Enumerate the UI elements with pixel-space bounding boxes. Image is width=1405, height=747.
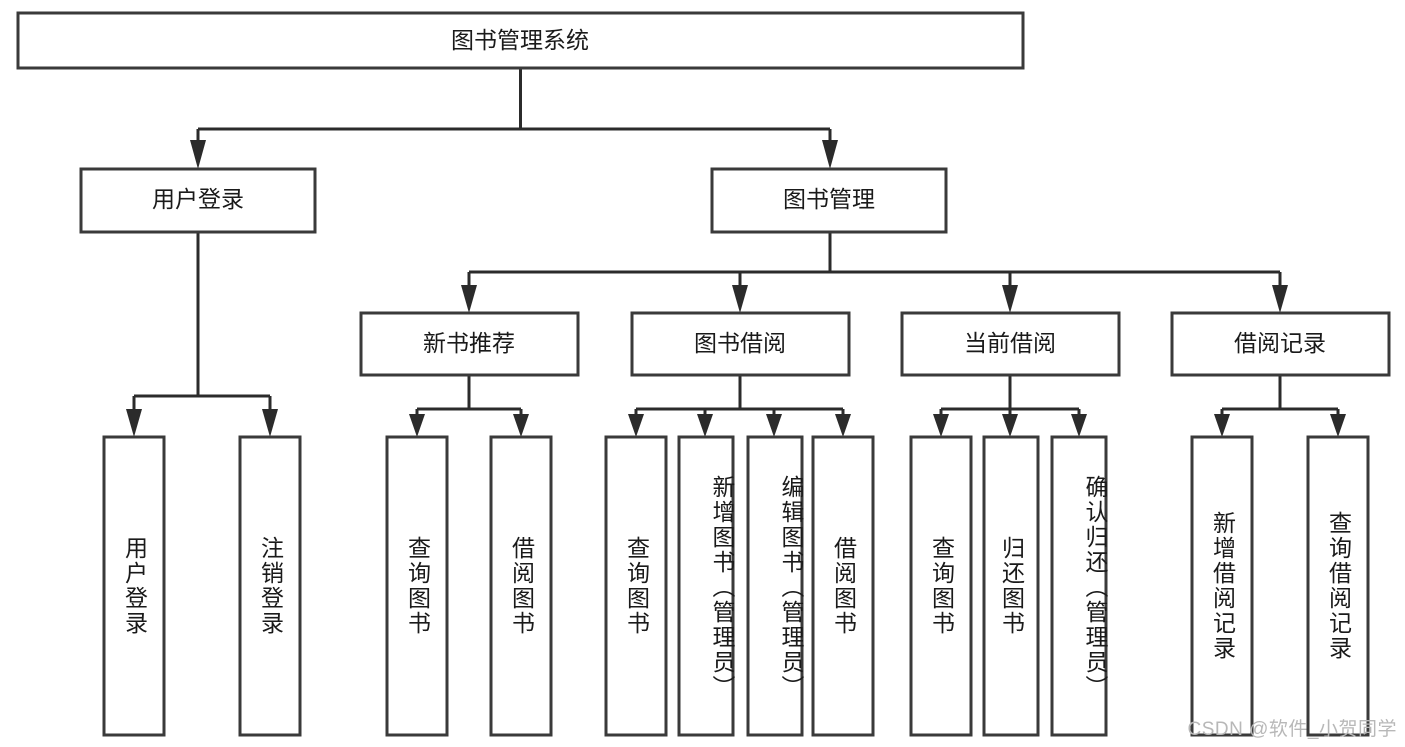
arrow-head-leaf-confirm-return [1071, 414, 1087, 437]
arrow-head-leaf-query-book-3 [933, 414, 949, 437]
arrow-head-leaf-query-book-1 [409, 414, 425, 437]
node-book-borrow[interactable]: 图书借阅 [630, 311, 851, 377]
leaf-query-book-2-box[interactable] [604, 435, 668, 737]
node-new-book-recommend-label: 新书推荐 [423, 330, 515, 356]
arrow-head-leaf-user-login [126, 409, 142, 437]
node-current-borrow-box[interactable] [900, 311, 1121, 377]
arrow-head-borrow-record [1272, 285, 1288, 313]
arrow-head-book-borrow [732, 285, 748, 313]
node-user-login[interactable]: 用户登录 [79, 167, 317, 234]
leaf-add-record-box[interactable] [1190, 435, 1254, 737]
node-borrow-record-box[interactable] [1170, 311, 1391, 377]
arrow-head-leaf-borrow-book-1 [513, 414, 529, 437]
node-root-label: 图书管理系统 [451, 27, 589, 53]
arrow-head-leaf-add-book [697, 414, 713, 437]
node-current-borrow[interactable]: 当前借阅 [900, 311, 1121, 377]
connector-group-book-manage [461, 232, 1288, 313]
node-user-login-label: 用户登录 [152, 186, 244, 212]
node-user-login-box[interactable] [79, 167, 317, 234]
node-new-book-recommend-box[interactable] [359, 311, 580, 377]
arrow-head-leaf-return-book [1002, 414, 1018, 437]
node-borrow-record[interactable]: 借阅记录 [1170, 311, 1391, 377]
arrow-head-book-manage [822, 140, 838, 169]
leaf-boxes-borrow-record [1190, 435, 1370, 737]
node-book-borrow-box[interactable] [630, 311, 851, 377]
arrow-head-new-book-recommend [461, 285, 477, 313]
leaf-boxes-user-login [102, 435, 302, 737]
node-borrow-record-label: 借阅记录 [1234, 330, 1326, 356]
node-book-manage-label: 图书管理 [783, 186, 875, 212]
arrow-head-leaf-borrow-book-2 [835, 414, 851, 437]
leaf-boxes-new-book-recommend [385, 435, 553, 737]
connector-group-new-book-recommend [409, 375, 529, 437]
arrow-head-current-borrow [1002, 285, 1018, 313]
node-book-manage[interactable]: 图书管理 [710, 167, 948, 234]
leaf-user-login-box[interactable] [102, 435, 166, 737]
leaf-return-book-box[interactable] [982, 435, 1040, 737]
leaf-borrow-book-1-box[interactable] [489, 435, 553, 737]
leaf-borrow-book-2-box[interactable] [811, 435, 875, 737]
connector-group-borrow-record [1214, 375, 1346, 437]
arrow-head-leaf-query-book-2 [628, 414, 644, 437]
leaf-boxes-current-borrow [909, 435, 1108, 737]
node-book-borrow-label: 图书借阅 [694, 330, 786, 356]
node-current-borrow-label: 当前借阅 [964, 330, 1056, 356]
connector-group-root [190, 68, 838, 169]
arrow-head-user-login [190, 140, 206, 169]
node-book-manage-box[interactable] [710, 167, 948, 234]
arrow-head-leaf-query-record [1330, 414, 1346, 437]
leaf-edit-book-box[interactable] [746, 435, 804, 737]
leaf-logout-box[interactable] [238, 435, 302, 737]
node-root-box[interactable] [16, 11, 1025, 70]
leaf-query-record-box[interactable] [1306, 435, 1370, 737]
node-root[interactable]: 图书管理系统 [16, 11, 1025, 70]
arrow-head-leaf-add-record [1214, 414, 1230, 437]
leaf-confirm-return-box[interactable] [1050, 435, 1108, 737]
leaf-query-book-1-box[interactable] [385, 435, 449, 737]
arrow-head-leaf-logout [262, 409, 278, 437]
node-new-book-recommend[interactable]: 新书推荐 [359, 311, 580, 377]
connector-group-current-borrow [933, 375, 1087, 437]
connector-group-user-login [126, 232, 278, 437]
csdn-watermark: CSDN @软件_小贺同学 [1187, 719, 1397, 740]
connector-group-book-borrow [628, 375, 851, 437]
leaf-add-book-box[interactable] [677, 435, 735, 737]
leaf-boxes-book-borrow [604, 435, 875, 737]
arrow-head-leaf-edit-book [766, 414, 782, 437]
leaf-query-book-3-box[interactable] [909, 435, 973, 737]
